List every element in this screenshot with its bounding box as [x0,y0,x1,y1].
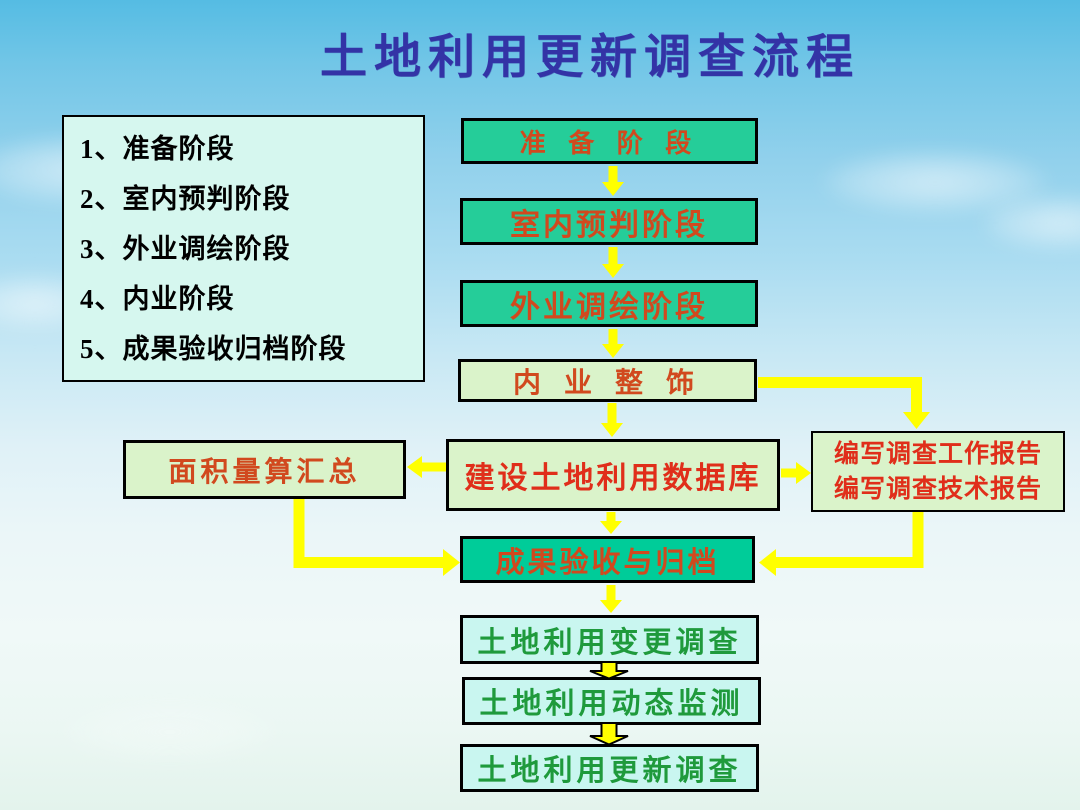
arrow-left-icon [407,456,446,478]
stage-list-item-3: 3、外业调绘阶段 [80,234,291,264]
flow-node-field-survey: 外业调绘阶段 [460,280,758,327]
connector-reports-to-acceptance [776,512,924,568]
connector-area-to-acceptance [293,499,443,568]
block-arrow-down-icon [589,722,629,746]
arrow-down-icon [600,512,622,534]
report-line-1: 编写调查工作报告 [833,440,1042,468]
stage-list-panel: 1、准备阶段 2、室内预判阶段 3、外业调绘阶段 4、内业阶段 5、成果验收归档… [62,115,425,382]
slide-title: 土地利用更新调查流程 [320,32,860,84]
flow-node-acceptance: 成果验收与归档 [460,536,755,583]
flow-node-change-survey: 土地利用变更调查 [460,615,759,664]
flow-node-reports: 编写调查工作报告 编写调查技术报告 [811,431,1065,512]
arrow-right-icon [443,549,460,576]
stage-list-item-1: 1、准备阶段 [80,134,235,164]
arrow-right-icon [781,462,811,484]
stage-list-item-5: 5、成果验收归档阶段 [80,334,347,364]
arrow-down-icon [602,247,624,278]
arrow-down-icon [602,166,624,196]
report-line-2: 编写调查技术报告 [833,475,1042,503]
arrow-down-icon [600,585,622,613]
flow-node-prepare: 准 备 阶 段 [461,118,758,164]
flow-node-database: 建设土地利用数据库 [446,439,780,511]
cloud-decoration [60,700,280,764]
arrow-down-icon [903,412,930,429]
arrow-down-icon [602,329,624,358]
flow-node-indoor-finishing: 内 业 整 饰 [458,359,757,402]
flow-node-update-survey: 土地利用更新调查 [460,744,759,792]
arrow-left-icon [759,549,776,576]
stage-list-item-2: 2、室内预判阶段 [80,184,291,214]
flow-node-dynamic-monitor: 土地利用动态监测 [462,677,761,725]
flow-node-indoor-prejudge: 室内预判阶段 [460,198,758,245]
stage-list-item-4: 4、内业阶段 [80,284,235,314]
arrow-down-icon [601,403,623,437]
flow-node-area-summary: 面积量算汇总 [123,440,406,499]
connector-finishing-to-reports [758,377,922,413]
